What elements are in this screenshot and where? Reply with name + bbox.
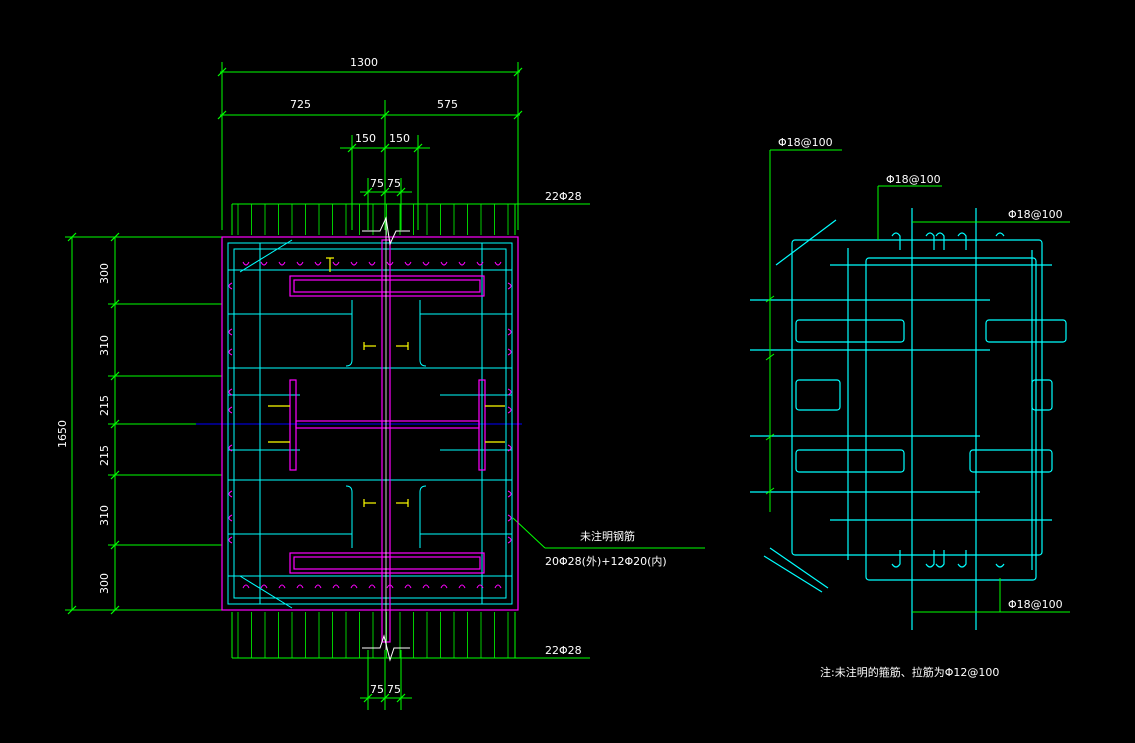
bar-leader-lines: [237, 204, 509, 658]
rebar-hook: [228, 328, 233, 336]
label-stirrup-a: Φ18@100: [778, 136, 833, 149]
rebar-hook: [350, 261, 358, 266]
dimension-text: 1300 725 575 150 150 75 75 75 75 22Φ28 2…: [56, 56, 1063, 696]
rebar-cage: [227, 239, 513, 609]
rebar-hook: [260, 261, 268, 266]
rebar-hook: [494, 584, 502, 589]
dim-seg-5: 310: [98, 505, 111, 526]
rebar-hook: [458, 584, 466, 589]
rebar-hook: [278, 261, 286, 266]
rebar-hook: [422, 261, 430, 266]
note-detail: 20Φ28(外)+12Φ20(内): [545, 554, 667, 568]
break-symbol-top: [362, 216, 410, 246]
rebar-hook: [476, 261, 484, 266]
rebar-hook: [228, 388, 233, 396]
break-symbol-bottom: [362, 634, 410, 662]
rebar-hook: [278, 584, 286, 589]
rebar-hook: [350, 584, 358, 589]
rebar-hook: [507, 348, 512, 356]
rebar-hook: [507, 536, 512, 544]
label-top-bars: 22Φ28: [545, 190, 582, 203]
rebar-hook: [228, 348, 233, 356]
rebar-hook: [422, 584, 430, 589]
dim-overall-height: 1650: [56, 420, 69, 448]
dim-flange-right-top: 75: [387, 177, 401, 190]
rebar-hook: [228, 406, 233, 414]
rebar-hook: [296, 261, 304, 266]
label-stirrup-b: Φ18@100: [886, 173, 941, 186]
rebar-hook: [296, 584, 304, 589]
rebar-hook: [507, 282, 512, 290]
rebar-hook: [260, 584, 268, 589]
rebar-hook: [507, 388, 512, 396]
rebar-hook: [228, 536, 233, 544]
rebar-hook: [368, 584, 376, 589]
dim-overall-width: 1300: [350, 56, 378, 69]
dim-left-part: 725: [290, 98, 311, 111]
rebar-hook: [228, 444, 233, 452]
rebar-hook: [314, 584, 322, 589]
rebar-hook: [332, 584, 340, 589]
dim-seg-2: 310: [98, 335, 111, 356]
footnote: 注:未注明的箍筋、拉筋为Φ12@100: [820, 665, 999, 679]
dim-seg-4: 215: [98, 445, 111, 466]
rebar-hook: [242, 584, 250, 589]
rebar-hook: [404, 584, 412, 589]
rebar-hook: [440, 261, 448, 266]
detail-leader-lines: [765, 149, 1070, 613]
rebar-hook: [458, 261, 466, 266]
dim-right-part: 575: [437, 98, 458, 111]
rebar-hook: [228, 514, 233, 522]
note-title: 未注明钢筋: [580, 529, 635, 543]
label-stirrup-c: Φ18@100: [1008, 208, 1063, 221]
rebar-hook: [476, 584, 484, 589]
rebar-hook: [368, 261, 376, 266]
rebar-hook: [404, 261, 412, 266]
rebar-hook: [507, 444, 512, 452]
rebar-hook: [242, 261, 250, 266]
rebar-hook: [228, 282, 233, 290]
column-outline: [221, 236, 519, 611]
rebar-hook: [440, 584, 448, 589]
dim-flange-right-bottom: 75: [387, 683, 401, 696]
rebar-hook: [494, 261, 502, 266]
dim-flange-left-bottom: 75: [370, 683, 384, 696]
dim-seg-6: 300: [98, 573, 111, 594]
rebar-hook: [507, 328, 512, 336]
dim-flange-left-top: 75: [370, 177, 384, 190]
detail-view: [750, 208, 1067, 630]
steel-section: [289, 239, 486, 643]
dimension-lines: [65, 62, 705, 710]
rebar-hook: [507, 406, 512, 414]
label-bottom-bars: 22Φ28: [545, 644, 582, 657]
label-stirrup-d: Φ18@100: [1008, 598, 1063, 611]
dim-seg-1: 300: [98, 263, 111, 284]
rebar-hook: [507, 490, 512, 498]
rebar-hook: [228, 490, 233, 498]
dim-web-left: 150: [355, 132, 376, 145]
rebar-marks: [228, 261, 512, 589]
dim-seg-3: 215: [98, 395, 111, 416]
rebar-hook: [507, 514, 512, 522]
rebar-hook: [332, 261, 340, 266]
dim-web-right: 150: [389, 132, 410, 145]
shear-studs: [268, 257, 505, 507]
rebar-hook: [314, 261, 322, 266]
